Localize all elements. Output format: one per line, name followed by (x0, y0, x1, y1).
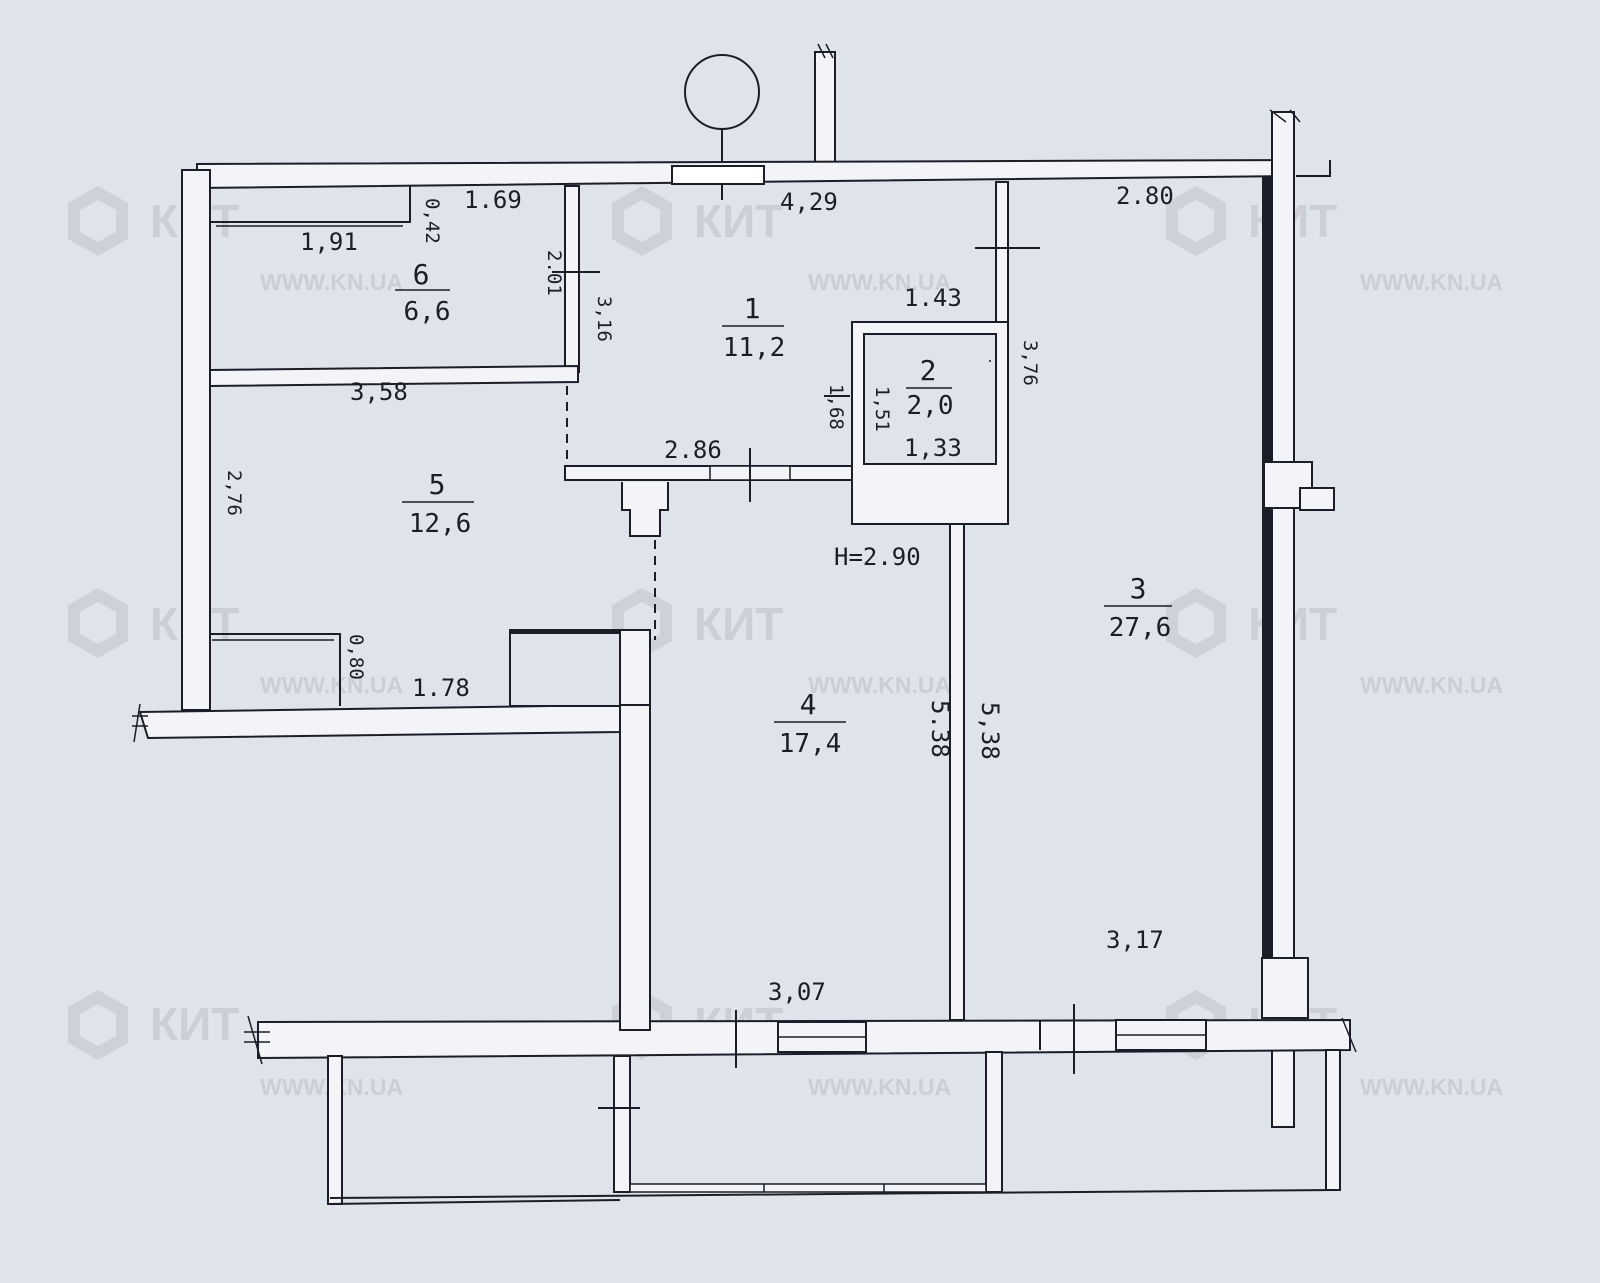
watermark-tile: КИТ WWW.KN.UA (612, 186, 951, 295)
room-5 (210, 629, 648, 707)
kit-logo-icon (68, 186, 128, 256)
room-number: 2 (920, 354, 937, 387)
room-number: 3 (1130, 572, 1147, 605)
watermark-url: WWW.KN.UA (260, 672, 403, 698)
dimension-label: 5.38 (926, 700, 954, 758)
watermark-url: WWW.KN.UA (808, 1074, 951, 1100)
dimension-label: 0,80 (345, 634, 367, 680)
dimension-label: 3,58 (350, 378, 408, 406)
dimension-label: 1.43 (904, 284, 962, 312)
dimension-label: 2.01 (543, 250, 565, 296)
kit-logo-icon (68, 588, 128, 658)
partition-4-3 (949, 523, 965, 1021)
balcony (327, 1049, 1341, 1205)
ventilation-shaft-icon (684, 43, 836, 200)
dimension-label: 1,51 (871, 386, 893, 432)
dimension-label: 1,33 (904, 434, 962, 462)
watermark-url: WWW.KN.UA (260, 269, 403, 295)
room-6 (209, 185, 600, 388)
room-area: 2,0 (907, 391, 954, 421)
dimension-label: 4,29 (780, 188, 838, 216)
room-number: 4 (800, 688, 817, 721)
dimension-label: 5,38 (976, 702, 1004, 760)
dimension-label: 1.78 (412, 674, 470, 702)
dimension-label: 3,17 (1106, 926, 1164, 954)
watermark-url: WWW.KN.UA (1360, 672, 1503, 698)
dimension-label: 1,68 (825, 384, 847, 430)
dimension-label: 2,76 (223, 470, 245, 516)
kit-logo-icon (1166, 186, 1226, 256)
room-label-1: 1 11,2 (722, 292, 785, 363)
dimension-label: 1,91 (300, 228, 358, 256)
dimension-label: 2.86 (664, 436, 722, 464)
watermark-url: WWW.KN.UA (1360, 269, 1503, 295)
watermark-tile: КИТ WWW.KN.UA (1166, 588, 1503, 698)
dimension-label: 3,76 (1019, 340, 1041, 386)
room-area: 11,2 (723, 333, 786, 363)
room-2 (824, 321, 1009, 525)
dimension-label: 3,16 (593, 296, 615, 342)
room-label-6: 6 6,6 (395, 258, 450, 327)
watermark-logo-text: КИТ (694, 195, 783, 247)
room-number: 1 (744, 292, 761, 325)
kit-logo-icon (68, 990, 128, 1060)
room-4 (619, 629, 651, 1031)
room-number: 6 (413, 258, 430, 291)
room-1 (564, 181, 1040, 640)
room-area: 27,6 (1109, 613, 1172, 643)
watermark-url: WWW.KN.UA (1360, 1074, 1503, 1100)
watermark-logo-text: КИТ (150, 998, 239, 1050)
room-label-5: 5 12,6 (402, 468, 474, 539)
watermark-url: WWW.KN.UA (808, 672, 951, 698)
room-labels: 6 6,6 1 11,2 2 2,0 5 12,6 3 27,6 4 17,4 (395, 258, 1172, 759)
watermark-tile: КИТ WWW.KN.UA (612, 588, 951, 698)
exterior-walls (132, 109, 1357, 1128)
dimension-label: H=2.90 (834, 543, 921, 571)
room-number: 5 (429, 468, 446, 501)
dimension-label: 1.69 (464, 186, 522, 214)
watermark-tile: КИТ WWW.KN.UA (1166, 186, 1503, 295)
room-label-3: 3 27,6 (1104, 572, 1172, 643)
room-label-2: 2 2,0 (906, 354, 953, 421)
watermark-url: WWW.KN.UA (808, 269, 951, 295)
kit-logo-icon (612, 186, 672, 256)
watermark-logo-text: КИТ (694, 598, 783, 650)
kit-logo-icon (1166, 588, 1226, 658)
room-area: 12,6 (409, 509, 472, 539)
dimension-label: 0,42 (421, 198, 443, 244)
dimension-labels: 0,42 1.69 4,29 2.80 1,91 2.01 3,16 1.43 … (223, 182, 1174, 1006)
room-area: 6,6 (404, 297, 451, 327)
dimension-label: 2.80 (1116, 182, 1174, 210)
room-label-4: 4 17,4 (774, 688, 846, 759)
room-area: 17,4 (779, 729, 842, 759)
dimension-label: 3,07 (768, 978, 826, 1006)
